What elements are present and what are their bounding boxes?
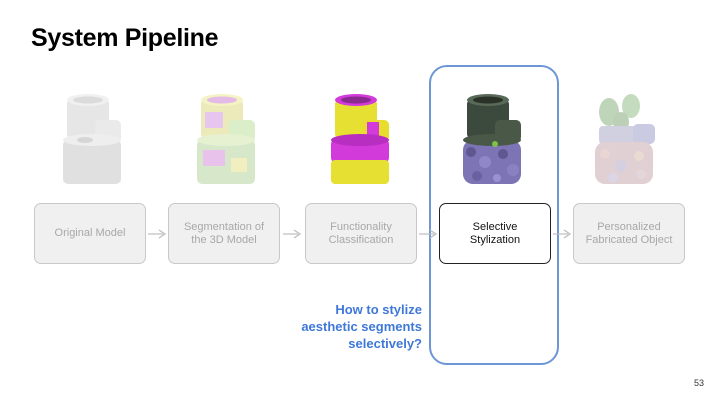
- step-label: Original Model: [54, 227, 126, 239]
- arrow-right-icon: [282, 227, 302, 241]
- step-label: Functionality Classification: [328, 220, 394, 246]
- callout-question: How to stylize aesthetic segments select…: [301, 302, 422, 351]
- selected-step-highlight: [429, 65, 559, 365]
- arrow-right-icon: [147, 227, 167, 241]
- arrow-right-icon: [418, 227, 438, 241]
- step-label: Selective Stylization: [469, 220, 521, 246]
- step-original-model: Original Model: [34, 203, 146, 264]
- step-selective-stylization: Selective Stylization: [439, 203, 551, 264]
- step-label: Personalized Fabricated Object: [585, 220, 673, 246]
- segmented-model-image: [189, 92, 269, 192]
- step-personalized-object: Personalized Fabricated Object: [573, 203, 685, 264]
- fabricated-object-image: [587, 92, 667, 192]
- stylized-model-image: [455, 92, 535, 192]
- slide-title: System Pipeline: [31, 24, 219, 52]
- classified-model-image: [323, 92, 403, 192]
- arrow-right-icon: [552, 227, 572, 241]
- step-segmentation: Segmentation of the 3D Model: [168, 203, 280, 264]
- step-label: Segmentation of the 3D Model: [183, 220, 265, 246]
- page-number: 53: [693, 378, 704, 388]
- original-model-image: [55, 92, 135, 192]
- step-functionality-classification: Functionality Classification: [305, 203, 417, 264]
